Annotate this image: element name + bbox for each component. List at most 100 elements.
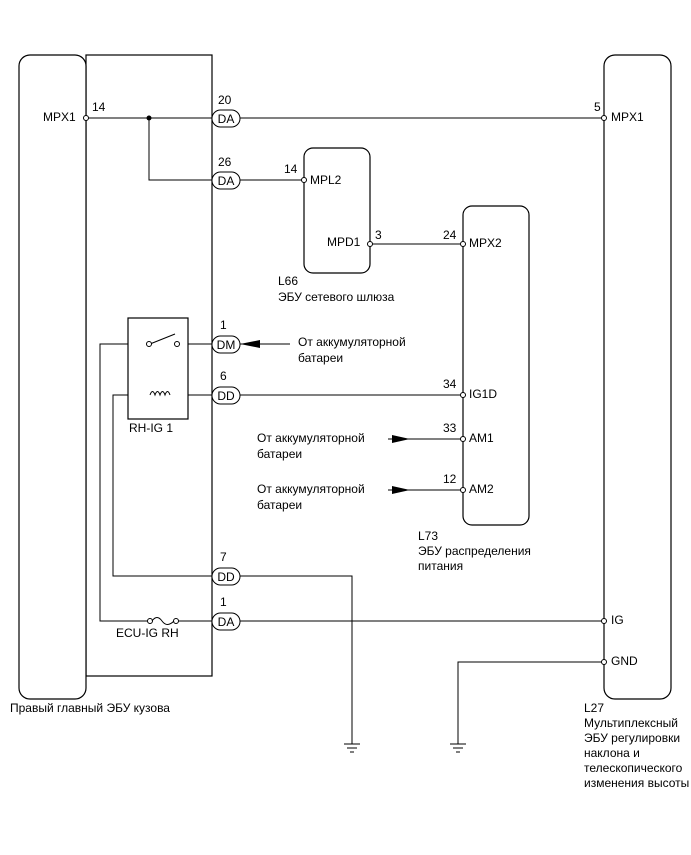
gateway-pin-mpl2-number: 14: [284, 162, 298, 176]
tilt-ecu-pin-gnd: GND: [611, 654, 638, 668]
arrow-to-dm: [240, 340, 260, 348]
gateway-pin-mpd1: MPD1: [327, 235, 361, 249]
fuse-element-icon: [151, 617, 175, 625]
wire-mpl2-branch: [148, 118, 304, 181]
wire-gnd-ground: [457, 661, 604, 744]
terminal-tilt-gnd: [601, 659, 607, 665]
relay-coil-icon: [149, 391, 171, 397]
connector-pin-number: 20: [218, 93, 232, 107]
fuse-label: ECU-IG RH: [116, 626, 179, 640]
connector-pill: [211, 612, 241, 631]
battery-label-line1: От аккумуляторной: [257, 482, 365, 496]
connector-pill: [211, 567, 241, 586]
gateway-pin-mpl2: MPL2: [310, 173, 342, 187]
ground-icon: [450, 743, 466, 753]
tilt-ecu-code: L27: [584, 701, 604, 715]
connector-code: DA: [218, 615, 235, 629]
terminal-pd-mpx2: [460, 241, 466, 247]
connector-da-mpx1: DA 20: [211, 93, 241, 128]
battery-label-line1: От аккумуляторной: [257, 431, 365, 445]
connector-pin-number: 1: [220, 318, 227, 332]
tilt-ecu-name-line4: телескопического: [584, 761, 683, 775]
connector-pill: [211, 171, 241, 190]
power-dist-pin-am2-number: 12: [443, 472, 457, 486]
arrow-to-am1: [392, 435, 410, 443]
relay-contact-right: [174, 341, 180, 347]
tilt-ecu-pin-mpx1-number: 5: [594, 100, 601, 114]
relay-contact-left: [146, 341, 152, 347]
gateway-ecu-name: ЭБУ сетевого шлюза: [278, 290, 395, 304]
relay-switch-blade: [149, 333, 176, 345]
power-dist-pin-am1-number: 33: [443, 421, 457, 435]
terminal-pd-ig1d: [460, 392, 466, 398]
tilt-ecu: L27 Мультиплексный ЭБУ регулировки накло…: [584, 54, 689, 790]
power-dist-pin-mpx2: MPX2: [469, 236, 502, 250]
gateway-ecu-housing: [303, 147, 371, 274]
gateway-pin-mpd1-number: 3: [375, 228, 382, 242]
terminal-pd-am2: [460, 487, 466, 493]
tilt-ecu-pin-ig: IG: [611, 613, 624, 627]
connector-da-mpl: DA 26: [211, 155, 241, 190]
gateway-ecu: L66 ЭБУ сетевого шлюза MPL2 14 MPD1 3: [278, 147, 395, 304]
connector-pill: [211, 386, 241, 405]
battery-label-am2: От аккумуляторной батареи: [257, 482, 365, 512]
connector-pill: [211, 109, 241, 128]
power-dist-pin-am1: AM1: [469, 431, 494, 445]
connector-pin-number: 6: [220, 369, 227, 383]
connector-code: DA: [218, 112, 235, 126]
tilt-ecu-name-line2: ЭБУ регулировки: [584, 731, 680, 745]
connector-dd-ig1d: DD 6: [211, 369, 241, 405]
connector-code: DA: [218, 174, 235, 188]
arrows: [240, 340, 410, 494]
battery-label-line2: батареи: [257, 447, 302, 461]
tilt-ecu-name-line5: изменения высоты: [584, 776, 689, 790]
tilt-ecu-name-line3: наклона и: [584, 746, 640, 760]
terminal-tilt-mpx1: [601, 115, 607, 121]
connector-code: DD: [217, 570, 235, 584]
body-ecu-left-panel: [18, 54, 87, 700]
power-dist-ecu-housing: [462, 205, 530, 526]
terminal-gateway-mpl2: [301, 177, 307, 183]
gateway-ecu-code: L66: [278, 274, 298, 288]
terminal-pd-am1: [460, 436, 466, 442]
fuse-terminal-left: [147, 618, 153, 624]
tilt-ecu-name-line1: Мультиплексный: [584, 716, 678, 730]
power-dist-pin-am2: AM2: [469, 482, 494, 496]
power-dist-ecu: L73 ЭБУ распределения питания MPX2 24 IG…: [418, 205, 531, 573]
power-dist-pin-mpx2-number: 24: [443, 228, 457, 242]
tilt-ecu-pin-mpx1: MPX1: [611, 110, 644, 124]
tilt-ecu-housing: [603, 54, 672, 700]
relay-box: [127, 317, 189, 420]
battery-label-dm: От аккумуляторной батареи: [298, 335, 406, 365]
power-dist-name-line1: ЭБУ распределения: [418, 544, 531, 558]
arrow-to-am2: [392, 486, 410, 494]
battery-label-line2: батареи: [257, 498, 302, 512]
fuse-terminal-right: [173, 618, 179, 624]
connector-code: DM: [217, 338, 236, 352]
relay-rh-ig1: RH-IG 1: [127, 317, 189, 435]
connector-da-ig: DA 1: [211, 595, 241, 631]
body-ecu-pin-number: 14: [92, 100, 106, 114]
battery-label-line2: батареи: [298, 351, 343, 365]
terminal-body-mpx1: [83, 115, 89, 121]
fuse-ecu-ig-rh: ECU-IG RH: [116, 617, 179, 640]
connector-pin-number: 1: [220, 595, 227, 609]
terminal-gateway-mpd1: [367, 241, 373, 247]
ground-icon: [344, 743, 360, 753]
connector-pin-number: 26: [218, 155, 232, 169]
power-dist-pin-ig1d-number: 34: [443, 377, 457, 391]
power-dist-pin-ig1d: IG1D: [469, 387, 497, 401]
connector-dm: DM 1: [211, 318, 241, 354]
connector-dd-gnd: DD 7: [211, 550, 241, 586]
wire-relay-contact-loop: [99, 343, 148, 622]
power-dist-name-line2: питания: [418, 559, 463, 573]
body-ecu-label: Правый главный ЭБУ кузова: [10, 701, 170, 715]
pin-terminals: [83, 115, 607, 665]
connector-pill: [211, 335, 241, 354]
body-ecu-pin-name: MPX1: [43, 110, 76, 124]
battery-label-line1: От аккумуляторной: [298, 335, 406, 349]
relay-label: RH-IG 1: [129, 421, 173, 435]
battery-label-am1: От аккумуляторной батареи: [257, 431, 365, 461]
power-dist-code: L73: [418, 529, 438, 543]
